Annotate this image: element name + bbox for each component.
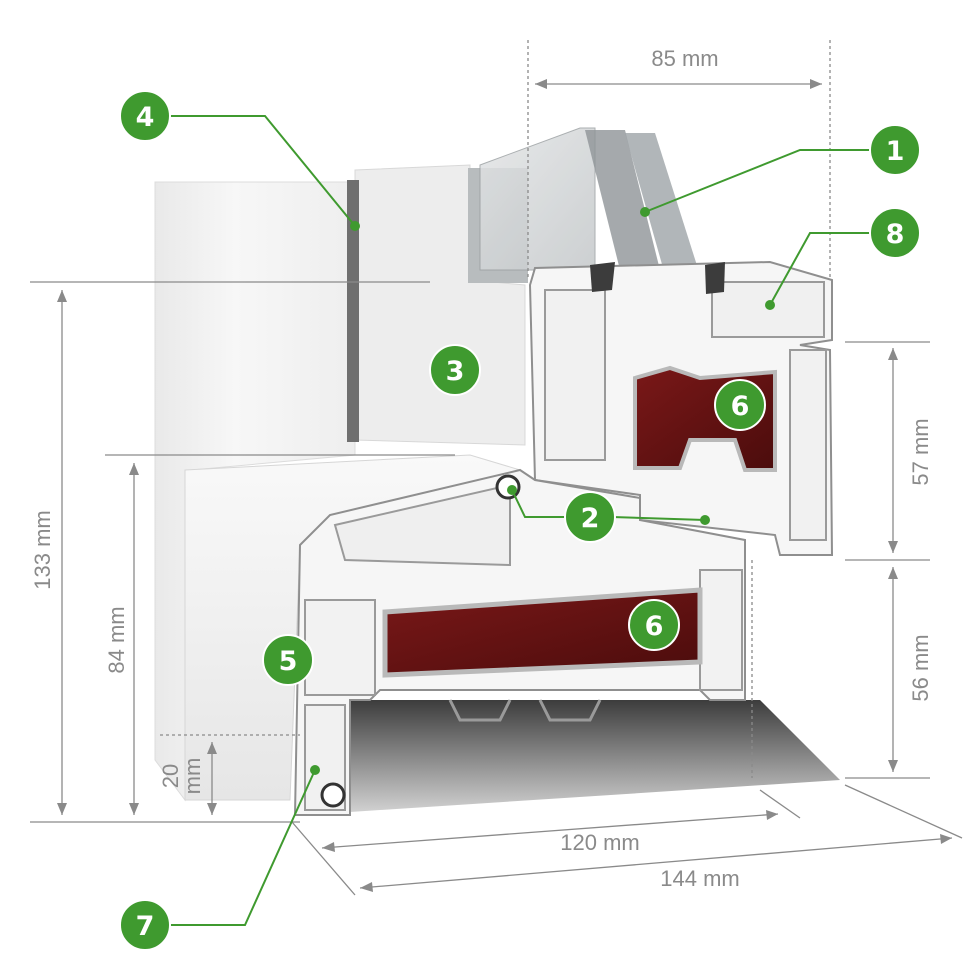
frame-chamber-left bbox=[304, 599, 376, 696]
svg-text:7: 7 bbox=[136, 911, 155, 942]
frame-upper-chamber bbox=[333, 483, 511, 567]
frame-gasket-bottom bbox=[320, 782, 346, 808]
dimension-lines bbox=[30, 40, 963, 896]
frame-shadow bbox=[350, 700, 840, 812]
frame-cross-section bbox=[293, 468, 746, 816]
svg-text:1: 1 bbox=[886, 136, 905, 167]
svg-text:6: 6 bbox=[645, 611, 664, 642]
frame-body bbox=[154, 164, 840, 812]
leader-7 bbox=[150, 769, 316, 926]
dim-20-label: 20 bbox=[158, 764, 183, 788]
callout-badge-1: 1 bbox=[869, 124, 921, 176]
frame-reinforcement bbox=[382, 587, 703, 678]
dim-56mm-label: 56 mm bbox=[908, 634, 933, 701]
leader-1 bbox=[644, 149, 875, 213]
sash-gasket-right bbox=[705, 262, 725, 294]
callout-leaders bbox=[150, 115, 875, 926]
glass-pane-outer bbox=[479, 127, 596, 271]
callout-badge-6-sash: 6 bbox=[714, 379, 766, 431]
leader-4 bbox=[170, 115, 356, 227]
svg-text:5: 5 bbox=[279, 646, 298, 677]
svg-text:8: 8 bbox=[886, 219, 905, 250]
callout-badge-3: 3 bbox=[429, 344, 481, 396]
svg-text:2: 2 bbox=[581, 503, 600, 534]
frame-drip-fins bbox=[448, 699, 602, 722]
frame-chamber-right bbox=[699, 569, 743, 691]
sash-cross-section bbox=[528, 260, 834, 556]
dim-120mm-label: 120 mm bbox=[560, 830, 639, 855]
center-gasket-strip bbox=[347, 180, 359, 442]
sash-chamber-left bbox=[544, 289, 606, 461]
sash-chamber-right bbox=[789, 349, 827, 541]
callout-badge-6-frame: 6 bbox=[628, 599, 680, 651]
glass-pane-middle bbox=[585, 130, 660, 270]
svg-text:6: 6 bbox=[731, 391, 750, 422]
callout-badge-8: 8 bbox=[869, 207, 921, 259]
dim-84mm-label: 84 mm bbox=[104, 606, 129, 673]
svg-text:4: 4 bbox=[136, 102, 155, 133]
leader-endpoints bbox=[310, 207, 775, 775]
leader-8 bbox=[769, 232, 870, 306]
callout-badge-2: 2 bbox=[564, 491, 616, 543]
dim-57mm-label: 57 mm bbox=[908, 418, 933, 485]
dim-144mm-label: 144 mm bbox=[660, 866, 739, 891]
callout-badge-7: 7 bbox=[119, 899, 171, 951]
dim-133mm-label: 133 mm bbox=[30, 510, 55, 589]
dim-85mm-label: 85 mm bbox=[651, 46, 718, 71]
sash-gasket-top bbox=[590, 262, 615, 292]
leader-2b bbox=[611, 516, 706, 521]
callout-badge-4: 4 bbox=[119, 90, 171, 142]
leader-2a bbox=[511, 489, 565, 518]
dim-20-unit-label: mm bbox=[180, 758, 205, 795]
svg-text:3: 3 bbox=[446, 356, 465, 387]
callout-badge-5: 5 bbox=[262, 634, 314, 686]
